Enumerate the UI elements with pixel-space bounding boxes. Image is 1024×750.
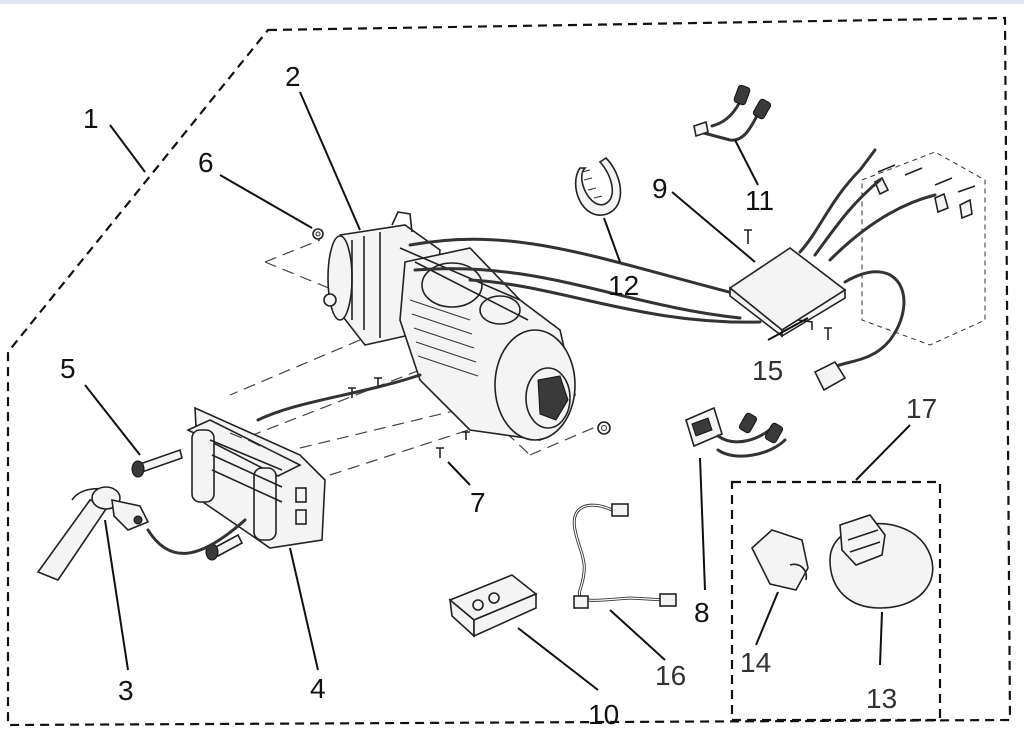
callout-11: 11 <box>745 185 774 216</box>
optional-parts-group <box>730 480 942 722</box>
callout-12: 12 <box>608 270 639 301</box>
callout-1: 1 <box>83 103 99 134</box>
callout-labels: 1 2 3 4 5 6 7 8 9 10 11 12 13 14 15 16 1… <box>60 61 937 730</box>
callout-10: 10 <box>588 699 619 730</box>
part-3-hook-rope <box>36 486 247 581</box>
callout-6: 6 <box>198 147 214 178</box>
callout-16: 16 <box>655 660 686 691</box>
kit-boundary <box>6 16 1012 727</box>
callout-5: 5 <box>60 353 76 384</box>
part-5-bolt <box>131 448 183 478</box>
winch-assembly <box>323 211 576 441</box>
callout-17: 17 <box>906 393 937 424</box>
part-12-clamp <box>575 156 622 216</box>
part-8-switch <box>685 406 787 458</box>
part-11-harness <box>693 84 772 142</box>
leader-lines <box>84 91 911 691</box>
part-14-mount-piece <box>751 529 809 591</box>
callout-2: 2 <box>285 61 301 92</box>
bracket-bolt <box>205 533 244 561</box>
callout-3: 3 <box>118 675 134 706</box>
drum-end-nut <box>597 421 611 435</box>
callout-9: 9 <box>652 173 668 204</box>
callout-14: 14 <box>740 647 771 678</box>
window-top-strip <box>0 0 1024 4</box>
callout-8: 8 <box>694 597 710 628</box>
part-4-fairlead <box>186 406 326 549</box>
callout-13: 13 <box>866 683 897 714</box>
callout-15: 15 <box>752 355 783 386</box>
part-10-remote <box>448 574 538 638</box>
winch-cables <box>256 237 762 422</box>
part-13-mount-piece <box>829 514 934 609</box>
callout-4: 4 <box>310 673 326 704</box>
part-6-nut <box>312 228 324 240</box>
callout-7: 7 <box>470 487 486 518</box>
part-16-wiring-harness <box>572 503 677 609</box>
power-cables <box>798 148 937 392</box>
